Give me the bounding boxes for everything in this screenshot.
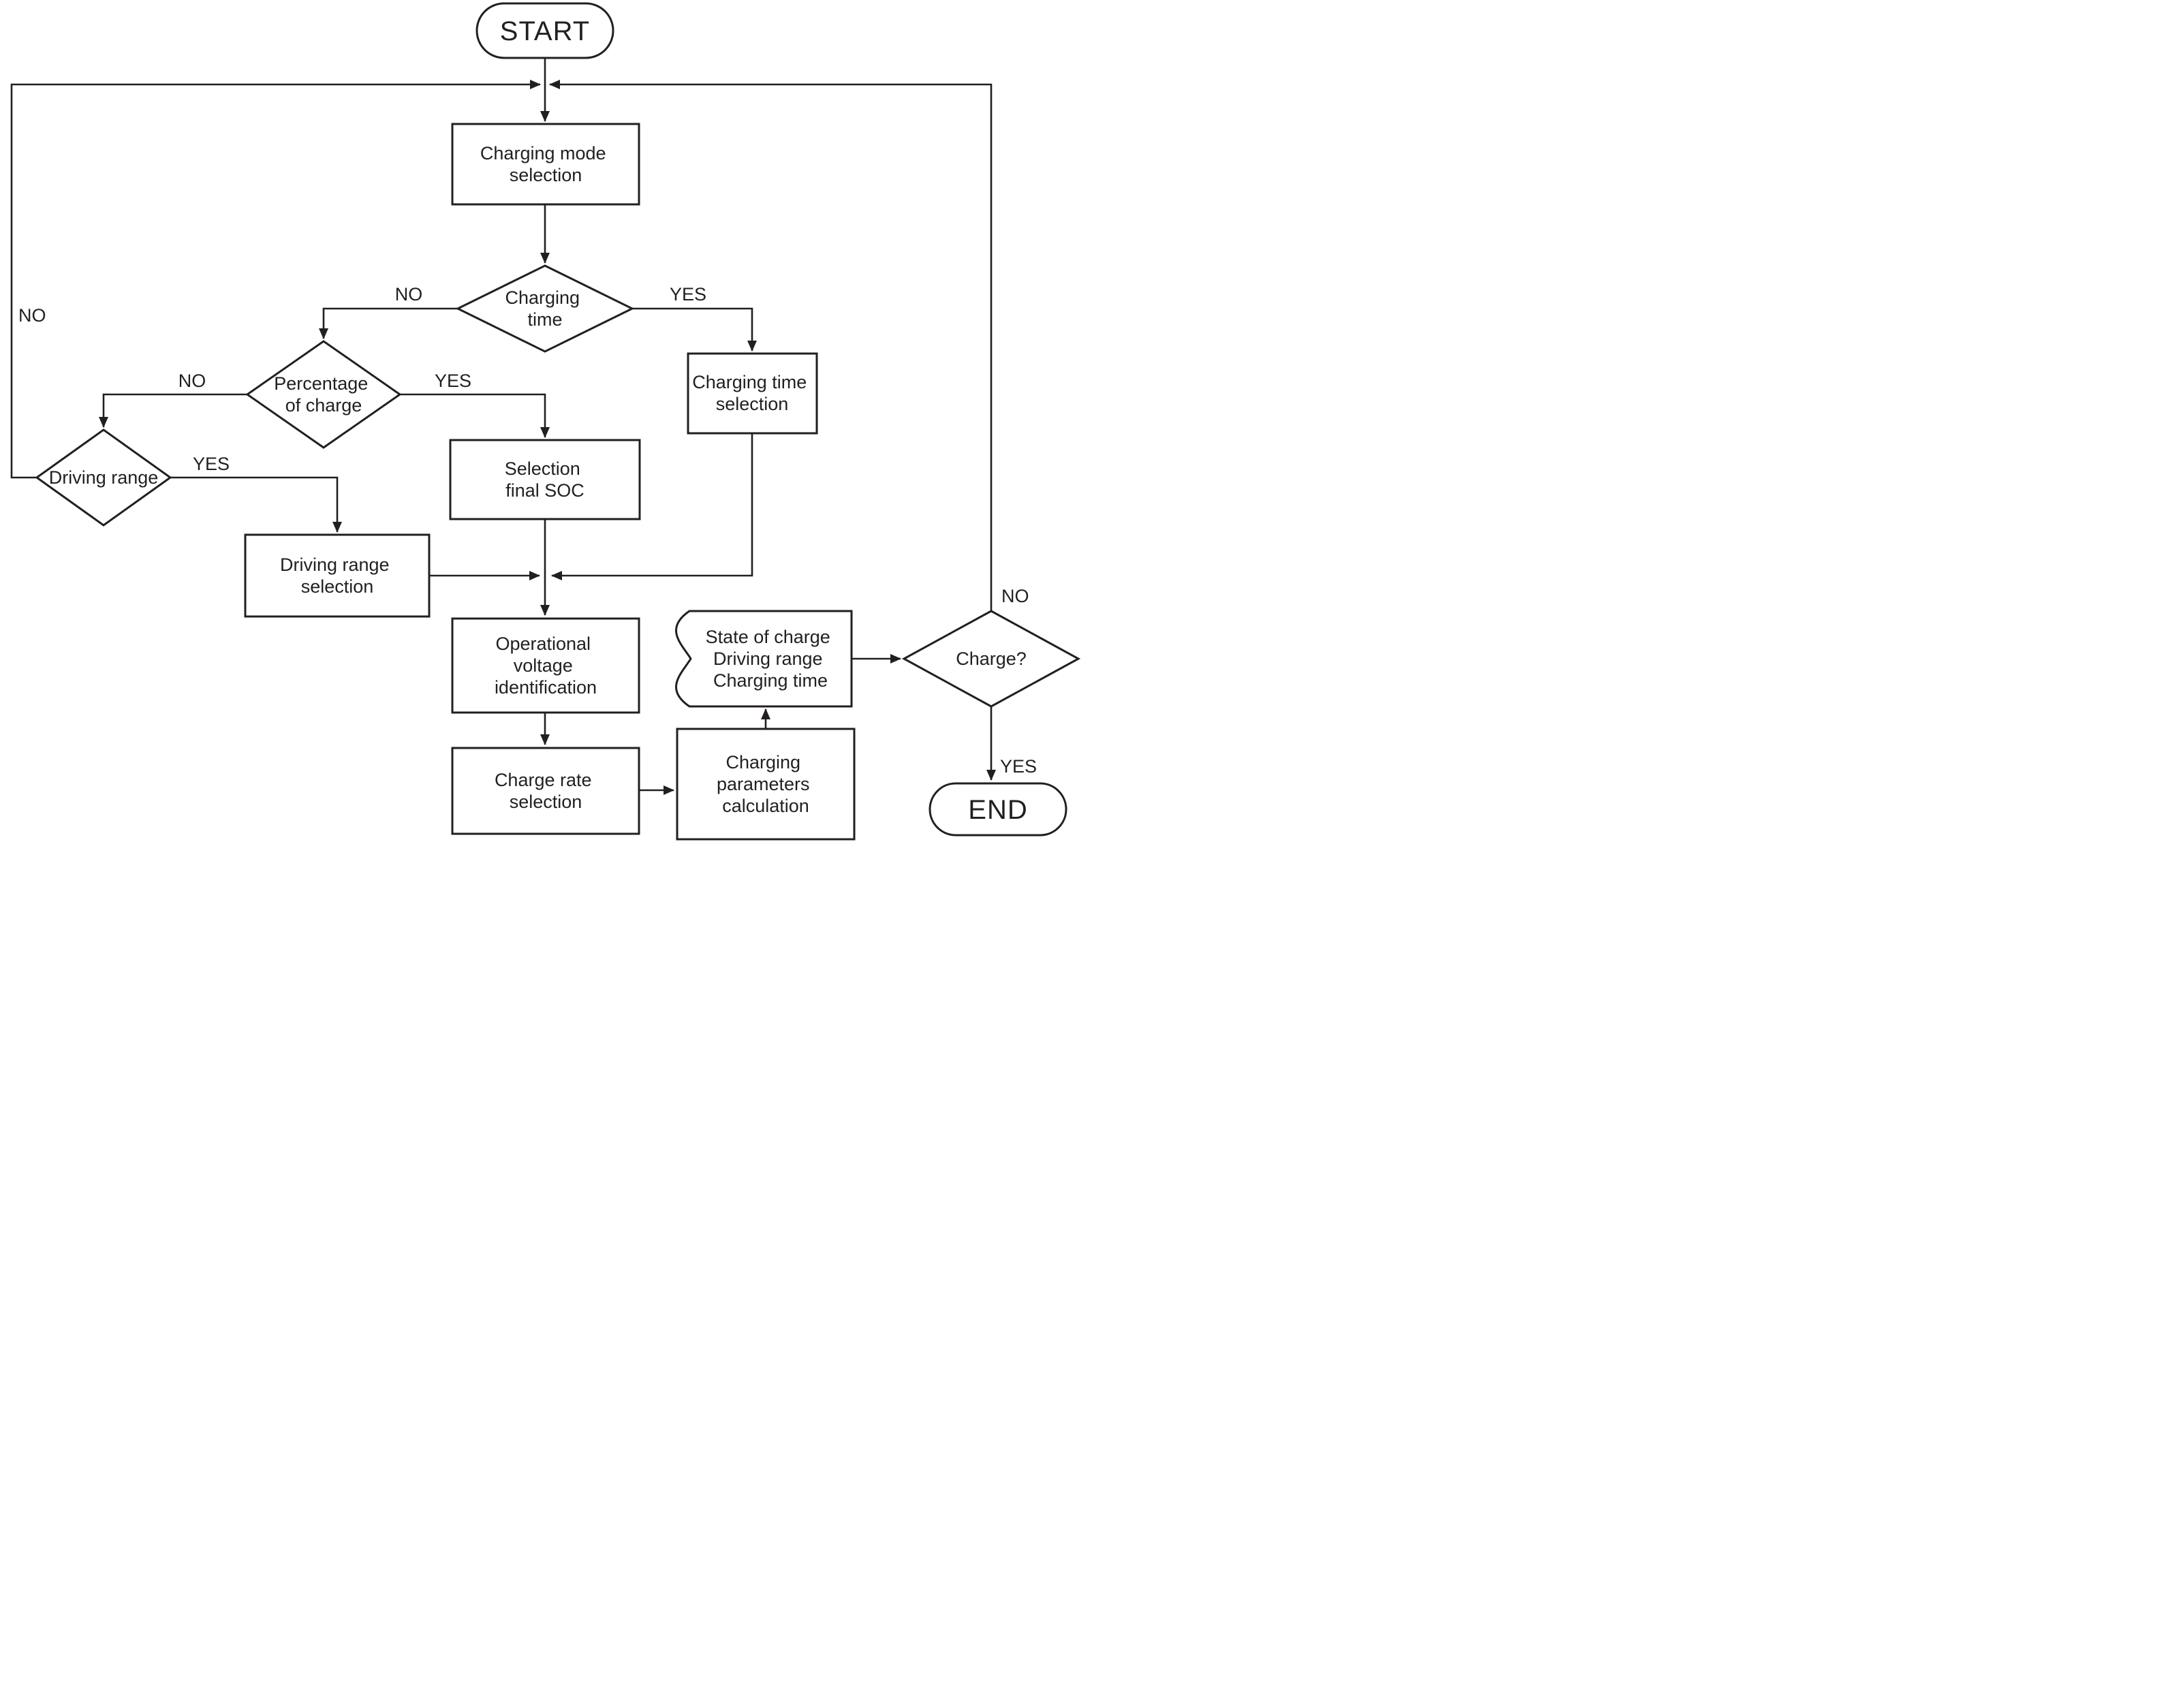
charging-mode-label-line1: Charging mode [480,143,606,163]
operational-voltage-shape [451,617,640,714]
edge-percentage-yes-to-final-soc [400,393,550,438]
node-operational-voltage-identification: Operational voltage identification [451,617,640,714]
node-charging-mode-selection: Charging mode selection [451,123,640,206]
selection-final-soc-line2: final SOC [505,480,584,501]
label-charging-time-no: NO [395,284,423,305]
driving-range-selection-line2: selection [301,576,374,597]
operational-voltage-line1: Operational [495,634,591,654]
charging-parameters-line3: calculation [722,796,809,816]
flowchart-canvas: NO NO YES NO YES YES NO YES START Chargi… [10,2,1081,841]
node-charge-decision: Charge? [901,610,1081,708]
percentage-decision-line1: Percentage [274,373,368,394]
charging-time-decision-label: Charging time [505,287,584,330]
label-driving-range-yes: YES [193,454,230,474]
charge-rate-selection-label: Charge rate selection [495,770,597,812]
charging-time-decision-line2: time [527,309,562,330]
end-terminator-shape [929,782,1067,837]
output-display-label: State of charge Driving range Charging t… [706,627,836,691]
label-charging-time-yes: YES [670,284,706,305]
node-end: END [929,782,1067,837]
node-charging-parameters-calculation: Charging parameters calculation [676,728,856,841]
node-selection-final-soc: Selection final SOC [449,439,641,520]
label-percentage-yes: YES [435,371,471,391]
start-label: START [500,16,590,46]
edge-charging-time-no-to-percentage [319,307,458,339]
node-start: START [475,2,614,59]
charging-time-selection-line1: Charging time [692,372,807,392]
percentage-decision-shape [245,340,402,449]
node-charging-time-decision: Charging time [455,264,635,353]
charge-rate-selection-shape [451,747,640,835]
charge-decision-label: Charge? [956,649,1027,669]
charge-rate-selection-line1: Charge rate [495,770,592,790]
charging-parameters-shape [676,728,856,841]
node-driving-range-decision: Driving range [35,428,172,527]
driving-range-decision-label: Driving range [49,467,159,488]
flowchart-page: NO NO YES NO YES YES NO YES START Chargi… [0,0,1092,843]
selection-final-soc-shape [449,439,641,520]
edge-driving-range-yes-to-range-selection [170,476,342,533]
charging-parameters-line1: Charging [726,752,800,772]
charging-parameters-label: Charging parameters calculation [717,752,815,816]
operational-voltage-line2: voltage [514,655,573,676]
charging-time-decision-line1: Charging [505,287,580,308]
node-output-display: State of charge Driving range Charging t… [675,610,853,708]
selection-final-soc-line1: Selection [505,458,580,479]
percentage-decision-label: Percentage of charge [274,373,373,416]
node-charging-time-selection: Charging time selection [687,352,818,435]
charging-time-selection-label: Charging time selection [692,372,812,414]
charging-time-decision-shape [455,264,635,353]
driving-range-selection-label: Driving range selection [280,555,394,597]
edge-charging-time-yes-to-time-selection [632,307,757,352]
charge-decision-shape [901,610,1081,708]
selection-final-soc-label: Selection final SOC [505,458,586,501]
edge-percentage-no-to-driving-range [99,393,247,428]
edge-driving-range-no-loop [10,80,541,479]
charging-parameters-line2: parameters [717,774,810,794]
start-terminator-shape [475,2,614,59]
charging-mode-label: Charging mode selection [480,143,611,185]
driving-range-selection-shape [244,533,431,618]
edge-charge-no-loop [549,80,993,611]
operational-voltage-label: Operational voltage identification [495,634,597,698]
output-display-line2: Driving range [713,649,823,669]
output-display-shape [675,610,853,708]
charging-mode-label-line2: selection [510,165,582,185]
label-charge-yes: YES [1000,756,1037,777]
operational-voltage-line3: identification [495,677,597,698]
node-driving-range-selection: Driving range selection [244,533,431,618]
charge-rate-selection-line2: selection [510,792,582,812]
edge-labels: NO NO YES NO YES YES NO YES [18,284,1037,777]
charging-mode-process-shape [451,123,640,206]
label-driving-range-no: NO [18,305,46,326]
output-display-line1: State of charge [706,627,830,647]
edges [10,58,996,795]
driving-range-selection-line1: Driving range [280,555,390,575]
node-percentage-of-charge-decision: Percentage of charge [245,340,402,449]
driving-range-decision-shape [35,428,172,527]
output-display-line3: Charging time [713,670,828,691]
label-charge-no: NO [1001,586,1029,606]
edge-time-selection-to-junction [551,433,753,580]
label-percentage-no: NO [178,371,206,391]
node-charge-rate-selection: Charge rate selection [451,747,640,835]
charging-time-selection-line2: selection [716,394,789,414]
charging-time-selection-shape [687,352,818,435]
end-label: END [968,795,1027,825]
percentage-decision-line2: of charge [285,395,362,416]
